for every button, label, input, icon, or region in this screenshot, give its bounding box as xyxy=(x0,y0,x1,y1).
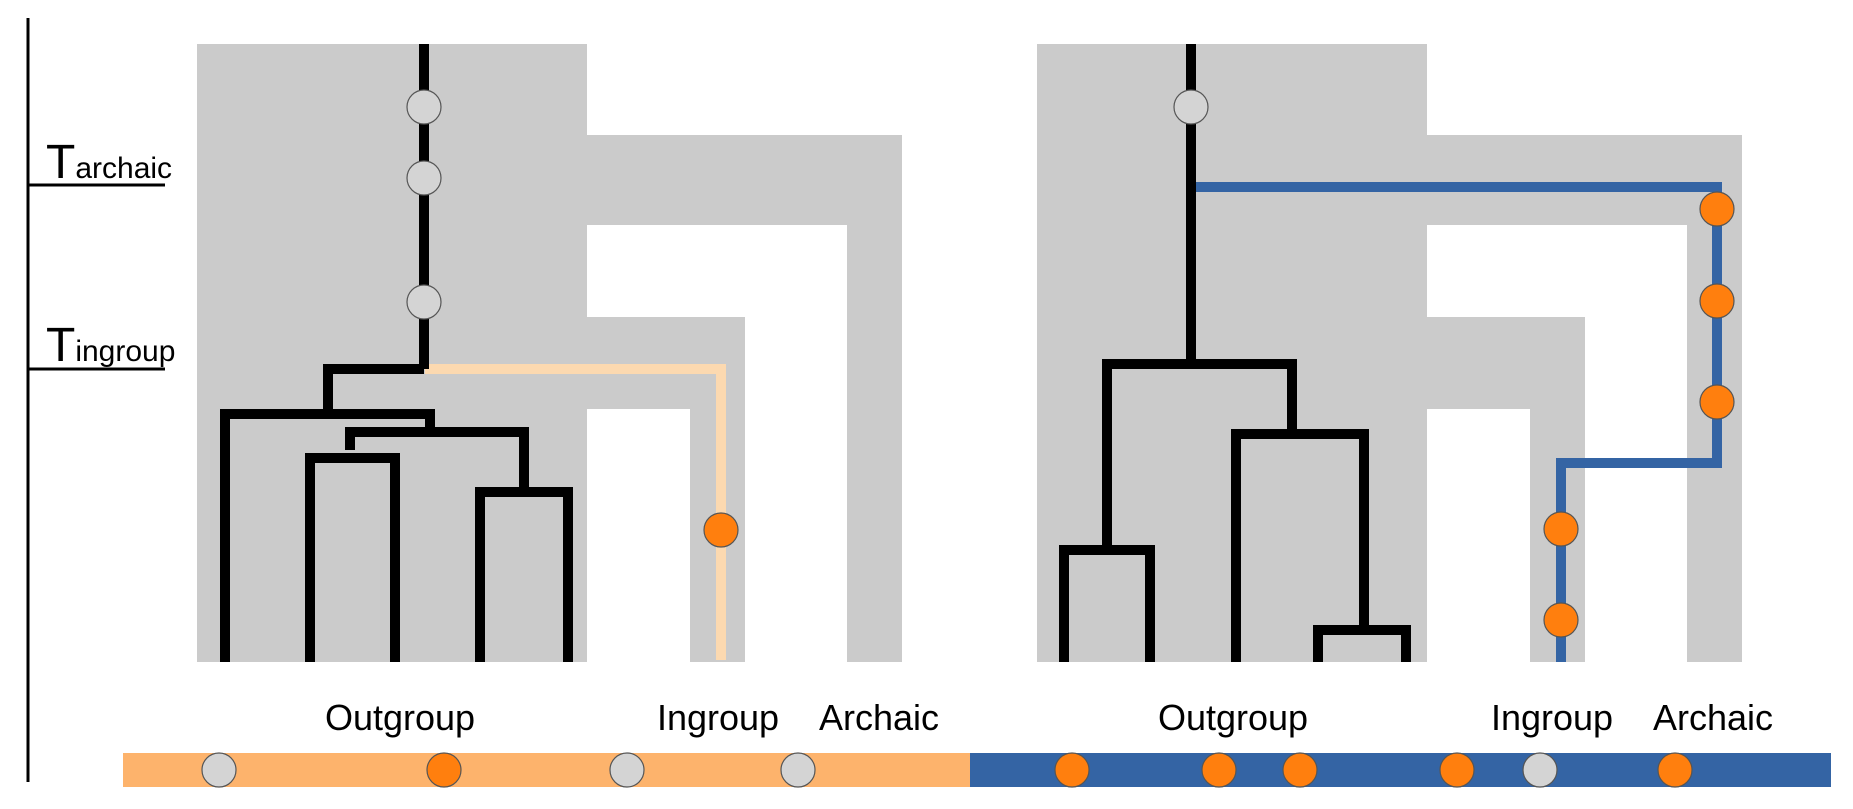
sequence-bar xyxy=(123,752,1831,788)
site-derived xyxy=(1439,752,1475,788)
site-derived xyxy=(1201,752,1237,788)
mutation-derived xyxy=(1543,602,1579,638)
site-derived xyxy=(1282,752,1318,788)
time-axis: Tarchaic Tingroup xyxy=(26,18,175,782)
site-ancestral xyxy=(1522,752,1558,788)
mutation-ancestral xyxy=(1173,89,1209,125)
left-mutations xyxy=(406,89,739,548)
site-ancestral xyxy=(201,752,237,788)
right-mutations xyxy=(1173,89,1735,638)
right-panel: Outgroup Ingroup Archaic xyxy=(1037,44,1773,738)
left-label-ingroup: Ingroup xyxy=(657,697,779,738)
left-gene-tree xyxy=(220,44,573,662)
site-derived xyxy=(1657,752,1693,788)
site-ancestral xyxy=(780,752,816,788)
bar-segment-left xyxy=(123,753,970,787)
mutation-ancestral xyxy=(406,160,442,196)
left-label-archaic: Archaic xyxy=(819,697,939,738)
site-ancestral xyxy=(609,752,645,788)
left-species-tree xyxy=(197,44,902,662)
right-gene-tree xyxy=(1059,44,1411,662)
bar-segment-right xyxy=(970,753,1831,787)
site-derived xyxy=(1054,752,1090,788)
mutation-derived xyxy=(1699,191,1735,227)
t-ingroup-label: Tingroup xyxy=(46,319,175,372)
mutation-derived xyxy=(703,512,739,548)
t-archaic-label: Tarchaic xyxy=(46,136,172,189)
mutation-derived xyxy=(1699,384,1735,420)
mutation-ancestral xyxy=(406,89,442,125)
site-derived xyxy=(426,752,462,788)
mutation-derived xyxy=(1543,511,1579,547)
left-introgression-lineage xyxy=(425,364,726,660)
right-label-ingroup: Ingroup xyxy=(1491,697,1613,738)
right-label-outgroup: Outgroup xyxy=(1158,697,1308,738)
mutation-derived xyxy=(1699,283,1735,319)
mutation-ancestral xyxy=(406,284,442,320)
left-panel: Outgroup Ingroup Archaic xyxy=(197,44,939,738)
left-label-outgroup: Outgroup xyxy=(325,697,475,738)
right-label-archaic: Archaic xyxy=(1653,697,1773,738)
